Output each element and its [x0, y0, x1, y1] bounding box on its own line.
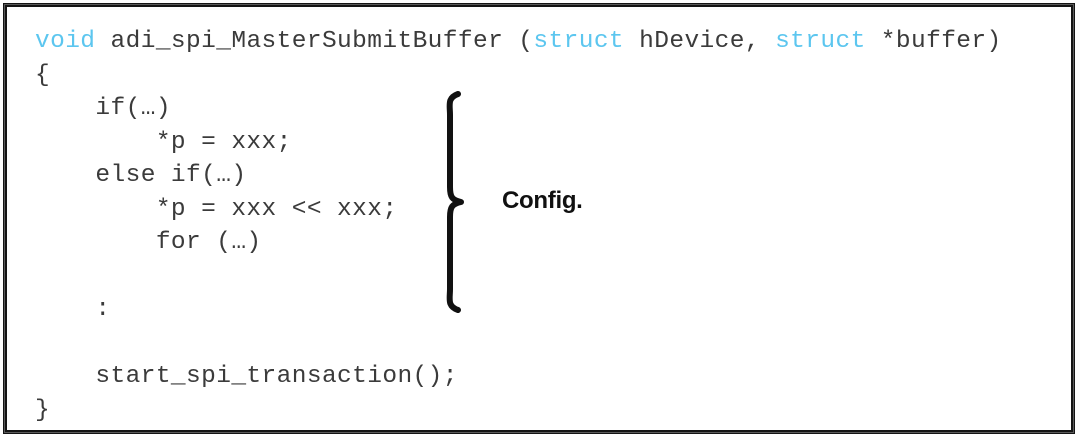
code-line-for-statement: for (…) [35, 226, 1055, 260]
slide-border-frame: void adi_spi_MasterSubmitBuffer (struct … [3, 3, 1075, 434]
code-text: } [35, 396, 51, 424]
code-text: *p = xxx; [35, 128, 292, 156]
code-keyword: struct [775, 28, 866, 55]
code-text: else if(…) [35, 162, 247, 189]
code-line-blank-2 [35, 327, 1055, 361]
code-line-call-start-transaction: start_spi_transaction(); [35, 360, 1055, 394]
code-text: hDevice, [624, 28, 776, 55]
code-text: adi_spi_MasterSubmitBuffer ( [95, 28, 534, 55]
code-line-close-brace: } [35, 394, 1055, 428]
code-text: { [35, 61, 51, 89]
code-text [35, 263, 50, 290]
code-text: : [35, 296, 111, 323]
code-line-vertical-ellipsis: : [35, 293, 1055, 327]
code-line-open-brace: { [35, 59, 1055, 93]
code-listing: void adi_spi_MasterSubmitBuffer (struct … [35, 25, 1055, 427]
code-keyword: struct [533, 28, 625, 55]
code-keyword: void [35, 28, 96, 55]
code-text [35, 330, 50, 357]
config-annotation-label: Config. [502, 187, 583, 214]
code-line-blank-1 [35, 260, 1055, 294]
code-text: if(…) [35, 95, 171, 122]
code-line-signature: void adi_spi_MasterSubmitBuffer (struct … [35, 25, 1055, 59]
code-text: *buffer) [865, 28, 1002, 55]
code-text: *p = xxx << xxx; [35, 195, 398, 223]
code-text: start_spi_transaction(); [35, 363, 458, 390]
code-line-assign-1: *p = xxx; [35, 126, 1055, 160]
code-line-else-if-statement: else if(…) [35, 159, 1055, 193]
code-text: for (…) [35, 229, 262, 256]
code-line-if-statement: if(…) [35, 92, 1055, 126]
code-line-assign-2: *p = xxx << xxx; [35, 193, 1055, 227]
